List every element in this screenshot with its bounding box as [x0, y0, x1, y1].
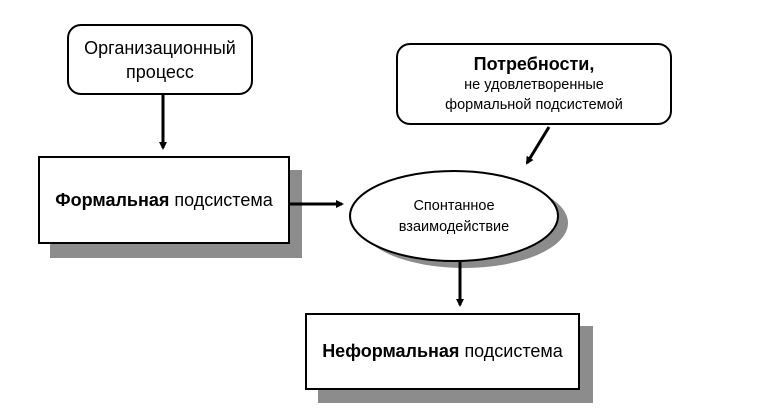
- informal-subsystem-label: Неформальная подсистема: [322, 341, 563, 362]
- informal-label-rest: подсистема: [459, 341, 563, 361]
- spontaneous-ellipse: [349, 170, 559, 262]
- formal-subsystem-box: Формальная подсистема: [38, 156, 290, 244]
- informal-subsystem-box: Неформальная подсистема: [305, 313, 580, 390]
- spontaneous-line2: взаимодействие: [398, 219, 510, 235]
- org-process-line2: процесс: [126, 61, 194, 82]
- needs-title: Потребности,: [473, 54, 595, 74]
- formal-label-rest: подсистема: [169, 189, 273, 210]
- informal-label-bold: Неформальная: [322, 341, 460, 361]
- spontaneous-line1: Спонтанное: [413, 198, 495, 214]
- spontaneous-label: Спонтанное взаимодействие: [350, 172, 558, 262]
- arrow-needs-to-spontaneous: [525, 126, 551, 165]
- formal-subsystem-label: Формальная подсистема: [55, 190, 272, 211]
- formal-label-bold: Формальная: [55, 189, 170, 210]
- org-process-box: Организационный процесс: [67, 24, 253, 95]
- org-process-line1: Организационный: [84, 37, 236, 58]
- needs-box: Потребности, не удовлетворенные формальн…: [396, 43, 672, 125]
- needs-line3: формальной подсистемой: [445, 97, 623, 113]
- needs-line2: не удовлетворенные: [464, 77, 604, 93]
